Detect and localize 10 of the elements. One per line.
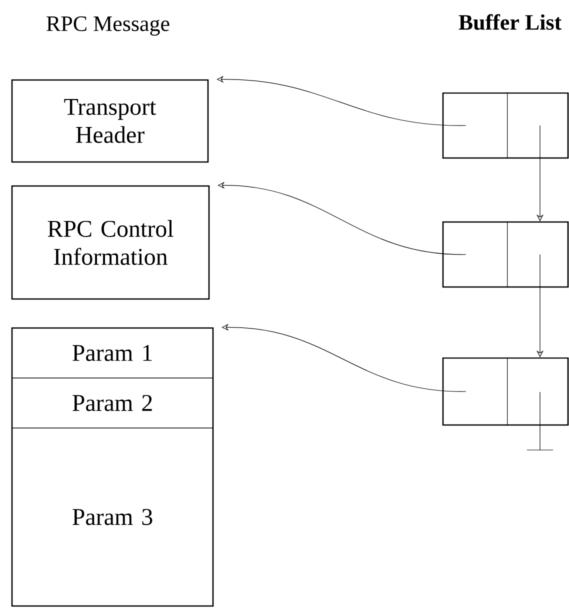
param-row: Param 2	[12, 378, 214, 428]
buffer-record	[442, 92, 569, 159]
column-heading: Buffer List	[458, 14, 562, 30]
buffer-record	[442, 221, 569, 288]
buffer-record	[442, 357, 569, 426]
column-heading: RPC Message	[46, 16, 170, 36]
param-row: Param 1	[12, 328, 214, 378]
message-box: Transport Header	[11, 79, 209, 163]
message-box: RPC Control Information	[11, 185, 210, 300]
param-row: Param 3	[12, 428, 214, 606]
